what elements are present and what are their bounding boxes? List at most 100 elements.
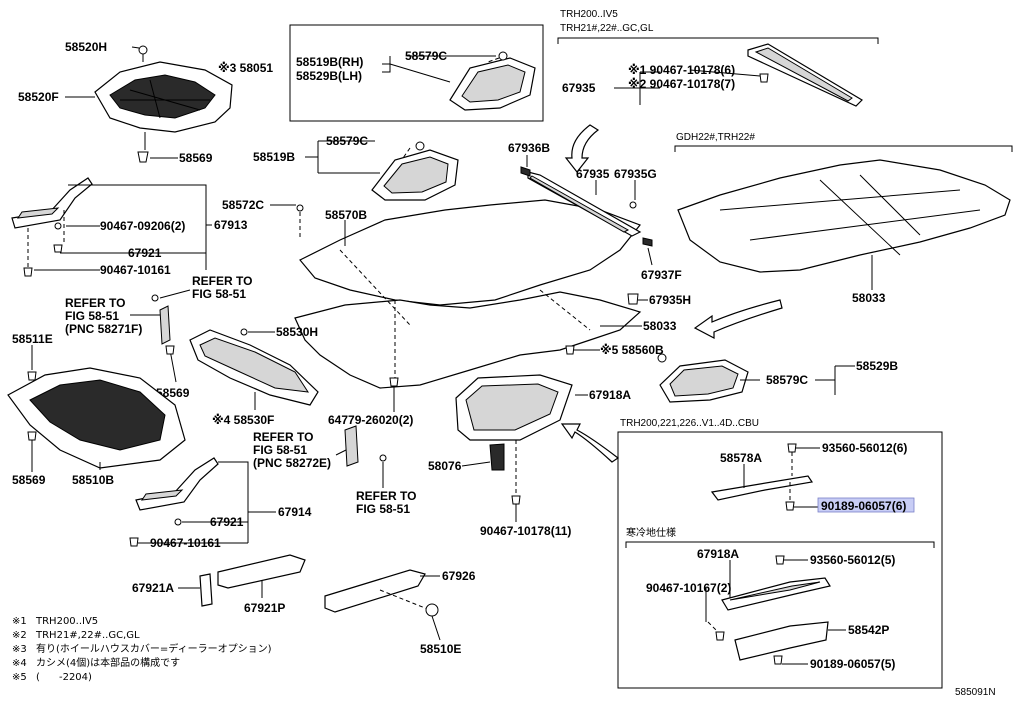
header-cbu: TRH200,221,226..V1..4D..CBU xyxy=(620,418,759,429)
refer3-line3: (PNC 58272E) xyxy=(253,456,331,470)
label-58519b-rh: 58519B(RH) xyxy=(296,55,363,69)
note-5-mark: ※5 xyxy=(12,672,27,683)
label-58578a: 58578A xyxy=(720,451,762,465)
refer4-line2: FIG 58-51 xyxy=(356,502,410,516)
label-58572c: 58572C xyxy=(222,198,264,212)
header-trh200: TRH200..IV5 xyxy=(560,9,618,20)
box-58051 xyxy=(289,24,544,122)
label-67921p: 67921P xyxy=(244,601,285,615)
label-58520f: 58520F xyxy=(18,90,59,104)
note-2-mark: ※2 xyxy=(12,630,27,641)
label-58579c-c: 58579C xyxy=(766,373,808,387)
refer2-line2: FIG 58-51 xyxy=(65,309,119,323)
label-58529b: 58529B xyxy=(856,359,898,373)
label-67918a-a: 67918A xyxy=(589,388,631,402)
note-3-mark: ※3 xyxy=(12,644,27,655)
label-58529b-lh: 58529B(LH) xyxy=(296,69,362,83)
label-58510b: 58510B xyxy=(72,473,114,487)
label-90467-10178-6: ※1 90467-10178(6) xyxy=(628,63,735,77)
label-58579c-a: 58579C xyxy=(405,49,447,63)
label-58530f: ※4 58530F xyxy=(212,413,274,427)
refer1-line1: REFER TO xyxy=(192,274,252,288)
label-93560-5: 93560-56012(5) xyxy=(810,553,895,567)
clip-58569-top xyxy=(137,151,149,163)
label-58542p: 58542P xyxy=(848,623,889,637)
label-cold-region: 寒冷地仕様 xyxy=(626,526,676,539)
bracket-58578a xyxy=(710,475,814,501)
carpet-58510b xyxy=(7,367,186,469)
note-5-text: ( -2204) xyxy=(36,672,92,683)
label-90467-10178-11: 90467-10178(11) xyxy=(480,524,571,538)
label-58033-a: 58033 xyxy=(852,291,886,305)
label-64779: 64779-26020(2) xyxy=(328,413,413,427)
tunnel-58530f xyxy=(189,329,319,406)
label-58076: 58076 xyxy=(428,459,462,473)
label-90189-6: 90189-06057(6) xyxy=(821,499,906,513)
part-67921p xyxy=(217,554,306,589)
label-58519b: 58519B xyxy=(253,150,295,164)
note-2-text: TRH21#,22#..GC,GL xyxy=(35,630,140,641)
step-67918a xyxy=(455,374,573,471)
floor-mat-58033-right xyxy=(677,159,1011,273)
label-67935g: 67935G xyxy=(614,167,657,181)
refer4-line1: REFER TO xyxy=(356,489,416,503)
step-strip-67935-top xyxy=(747,43,863,107)
label-90467-10178-7: ※2 90467-10178(7) xyxy=(628,77,735,91)
refer3-line2: FIG 58-51 xyxy=(253,443,307,457)
part-67921a xyxy=(199,573,213,607)
label-58033-b: 58033 xyxy=(643,319,677,333)
header-trh21: TRH21#,22#..GC,GL xyxy=(560,23,654,34)
label-90467-10161-a: 90467-10161 xyxy=(100,263,171,277)
scuff-plate-67914 xyxy=(135,457,219,511)
label-67935-a: 67935 xyxy=(576,167,610,181)
note-1-text: TRH200..IV5 xyxy=(35,616,98,627)
label-58511e: 58511E xyxy=(12,332,53,346)
label-67918a-b: 67918A xyxy=(697,547,739,561)
bracket-gdh xyxy=(674,145,1013,152)
refer1-line2: FIG 58-51 xyxy=(192,287,246,301)
label-58520h: 58520H xyxy=(65,40,107,54)
label-58569-top: 58569 xyxy=(179,151,213,165)
panel-58542p xyxy=(734,621,829,661)
label-90467-10161-b: 90467-10161 xyxy=(150,536,221,550)
step-67918a-cold xyxy=(721,577,831,611)
note-4-text: カシメ(4個)は本部品の構成です xyxy=(36,656,180,669)
arrow-down xyxy=(564,124,600,173)
label-67921-b: 67921 xyxy=(210,515,244,529)
note-1-mark: ※1 xyxy=(12,616,27,627)
bracket-cold-region xyxy=(625,541,935,548)
label-67935-b: 67935 xyxy=(562,81,596,95)
label-58570b: 58570B xyxy=(325,208,367,222)
label-67936b: 67936B xyxy=(508,141,550,155)
wheelhouse-cover-58519b xyxy=(371,149,459,201)
note-4-mark: ※4 xyxy=(12,658,27,669)
label-58510e: 58510E xyxy=(420,642,461,656)
label-67914: 67914 xyxy=(278,505,312,519)
label-90189-5: 90189-06057(5) xyxy=(810,657,895,671)
label-93560-6: 93560-56012(6) xyxy=(822,441,907,455)
label-67935h: 67935H xyxy=(649,293,691,307)
part-67926 xyxy=(324,569,426,613)
box-cbu xyxy=(617,431,943,689)
label-58569-left: 58569 xyxy=(12,473,46,487)
refer-part-3 xyxy=(344,425,359,467)
refer2-line3: (PNC 58271F) xyxy=(65,322,142,336)
label-58560b: ※5 58560B xyxy=(600,343,664,357)
arrow-up-left xyxy=(560,423,620,463)
header-gdh: GDH22#,TRH22# xyxy=(676,132,755,143)
label-67926: 67926 xyxy=(442,569,476,583)
diagram-id: 585091N xyxy=(955,687,996,698)
label-58530h: 58530H xyxy=(276,325,318,339)
arrow-left xyxy=(693,299,783,339)
label-90467-10167: 90467-10167(2) xyxy=(646,581,731,595)
label-67913: 67913 xyxy=(214,218,248,232)
label-67921-a: 67921 xyxy=(128,246,162,260)
label-67937f: 67937F xyxy=(641,268,682,282)
carpet-58520f xyxy=(94,61,233,133)
wheelhouse-cover-a xyxy=(449,57,536,111)
wheelhouse-58529b xyxy=(659,359,749,403)
label-58051: ※3 58051 xyxy=(218,61,273,75)
floor-mat-58033-center xyxy=(294,291,642,389)
